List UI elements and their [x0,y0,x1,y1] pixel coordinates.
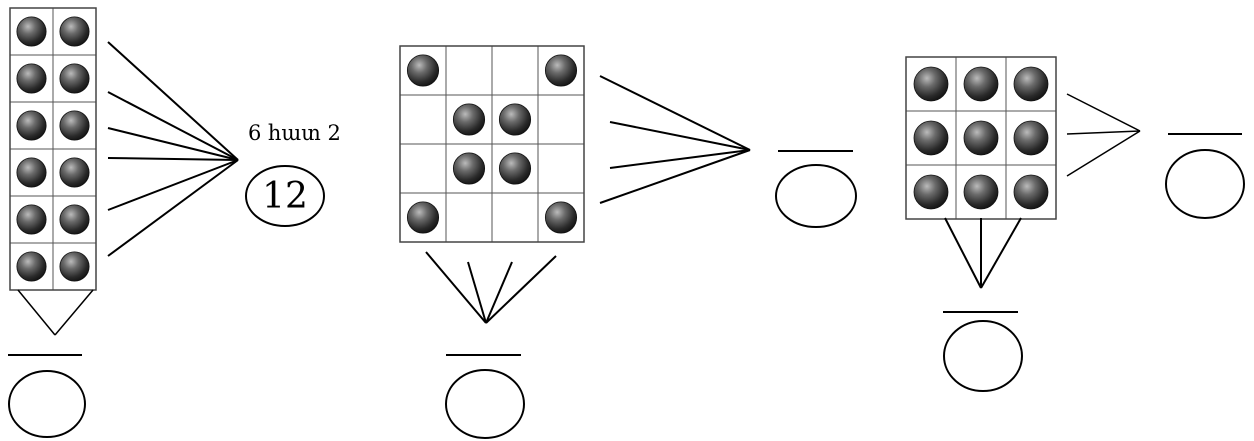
fan-lines-bottom [17,289,94,336]
grid-border [399,45,585,243]
answer-value: 12 [262,176,308,217]
ball-icon [59,63,90,94]
exercise-3 [905,56,1245,392]
ball-icon [452,152,486,185]
ball-icon [59,251,90,282]
exercise-1: 6 հատ 2 12 [8,7,341,438]
answer-oval[interactable] [943,320,1023,392]
grid-cell [537,143,585,194]
ball-icon [963,120,999,156]
answer-oval[interactable] [775,164,857,228]
fan-lines-right [1066,93,1141,177]
ball-icon [963,66,999,102]
ball-icon [16,110,47,141]
exercise-2 [399,45,857,439]
ball-icon [406,54,440,87]
fan-lines-bottom [425,251,557,324]
answer-oval[interactable] [245,165,325,227]
grid-cell [399,143,447,194]
grid-cell [491,45,539,96]
ball-icon [544,54,578,87]
ball-icon [913,66,949,102]
ball-icon [16,157,47,188]
ball-icon [963,174,999,210]
answer-oval[interactable] [8,370,86,438]
fan-lines-bottom [944,217,1022,289]
grid-cell [399,94,447,145]
answer-oval[interactable] [445,369,525,439]
grid-border [9,7,97,291]
ball-icon [59,110,90,141]
fan-lines-right [599,75,751,204]
ball-grid-4x4 [399,45,585,243]
count-label: 6 հատ 2 [248,121,341,145]
ball-icon [16,251,47,282]
ball-icon [59,157,90,188]
answer-oval[interactable] [1165,149,1245,219]
ball-icon [16,16,47,47]
ball-grid-3x3 [905,56,1057,220]
ball-icon [59,16,90,47]
ball-icon [1013,66,1049,102]
ball-icon [544,201,578,234]
ball-icon [1013,120,1049,156]
ball-icon [498,103,532,136]
ball-icon [913,120,949,156]
fan-lines-right [107,41,239,257]
grid-cell [445,192,493,243]
ball-icon [913,174,949,210]
grid-cell [537,94,585,145]
grid-cell [445,45,493,96]
ball-icon [16,204,47,235]
ball-icon [406,201,440,234]
ball-icon [16,63,47,94]
ball-grid-2x6 [9,7,97,291]
ball-icon [1013,174,1049,210]
ball-icon [452,103,486,136]
ball-icon [59,204,90,235]
grid-cell [491,192,539,243]
ball-icon [498,152,532,185]
